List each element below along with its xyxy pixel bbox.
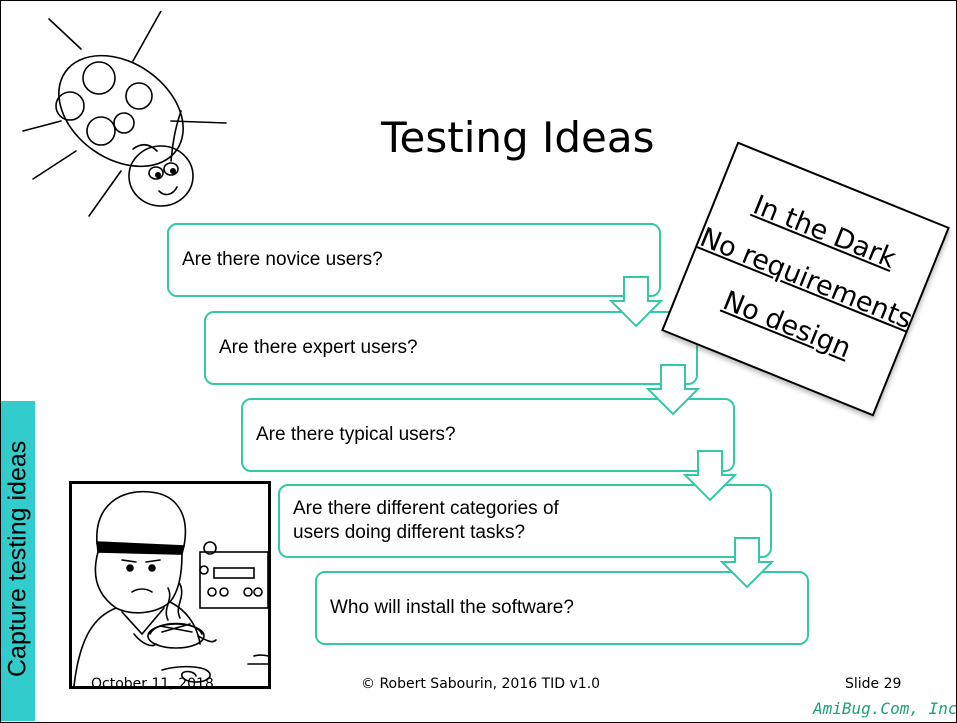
side-banner-label: Capture testing ideas <box>3 440 32 678</box>
footer-brand: AmiBug.Com, Inc. <box>813 699 957 718</box>
step-expert-users: Are there expert users? <box>204 311 698 385</box>
slide-title: Testing Ideas <box>381 113 655 162</box>
step-user-categories: Are there different categories of users … <box>278 484 772 558</box>
baker-with-pie-cartoon-icon <box>69 481 271 689</box>
down-arrow-icon <box>609 276 663 328</box>
side-banner: Capture testing ideas <box>1 401 35 721</box>
down-arrow-icon <box>646 364 700 416</box>
in-the-dark-stamp: In the Dark No requirements No design <box>661 141 950 417</box>
step-novice-users: Are there novice users? <box>167 223 661 297</box>
step-typical-users: Are there typical users? <box>241 398 735 472</box>
down-arrow-icon <box>683 450 737 502</box>
footer-date: October 11, 2018 <box>91 676 214 692</box>
footer-slide-number: Slide 29 <box>845 676 902 692</box>
ladybug-icon <box>22 11 227 217</box>
footer-copyright: © Robert Sabourin, 2016 TID v1.0 <box>361 676 601 692</box>
down-arrow-icon <box>720 537 774 589</box>
step-install-software: Who will install the software? <box>315 571 809 645</box>
